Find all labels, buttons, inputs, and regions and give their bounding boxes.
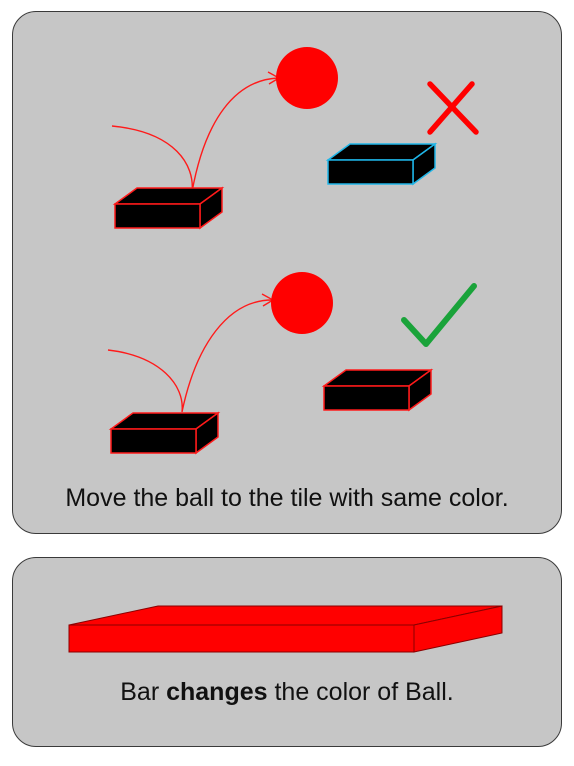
correct-example: [107, 272, 477, 455]
ball: [276, 47, 338, 109]
ball: [271, 272, 333, 334]
bar-caption-bold: changes: [166, 678, 268, 706]
cross-icon: [427, 81, 479, 135]
ball-trajectory-arrow: [111, 77, 279, 193]
ball-trajectory-arrow: [107, 299, 273, 413]
bar-caption-suffix: the color of Ball.: [267, 678, 454, 706]
rule-caption: Move the ball to the tile with same colo…: [65, 484, 509, 512]
wrong-example: [111, 47, 479, 230]
bar-caption: Bar changes the color of Ball.: [12, 677, 562, 707]
color-bar: [68, 605, 503, 653]
red-start-tile: [108, 411, 221, 455]
red-target-tile: [321, 368, 434, 412]
bar-caption-prefix: Bar: [120, 678, 167, 706]
red-start-tile: [112, 186, 225, 230]
blue-target-tile: [325, 142, 438, 186]
check-icon: [401, 283, 477, 347]
